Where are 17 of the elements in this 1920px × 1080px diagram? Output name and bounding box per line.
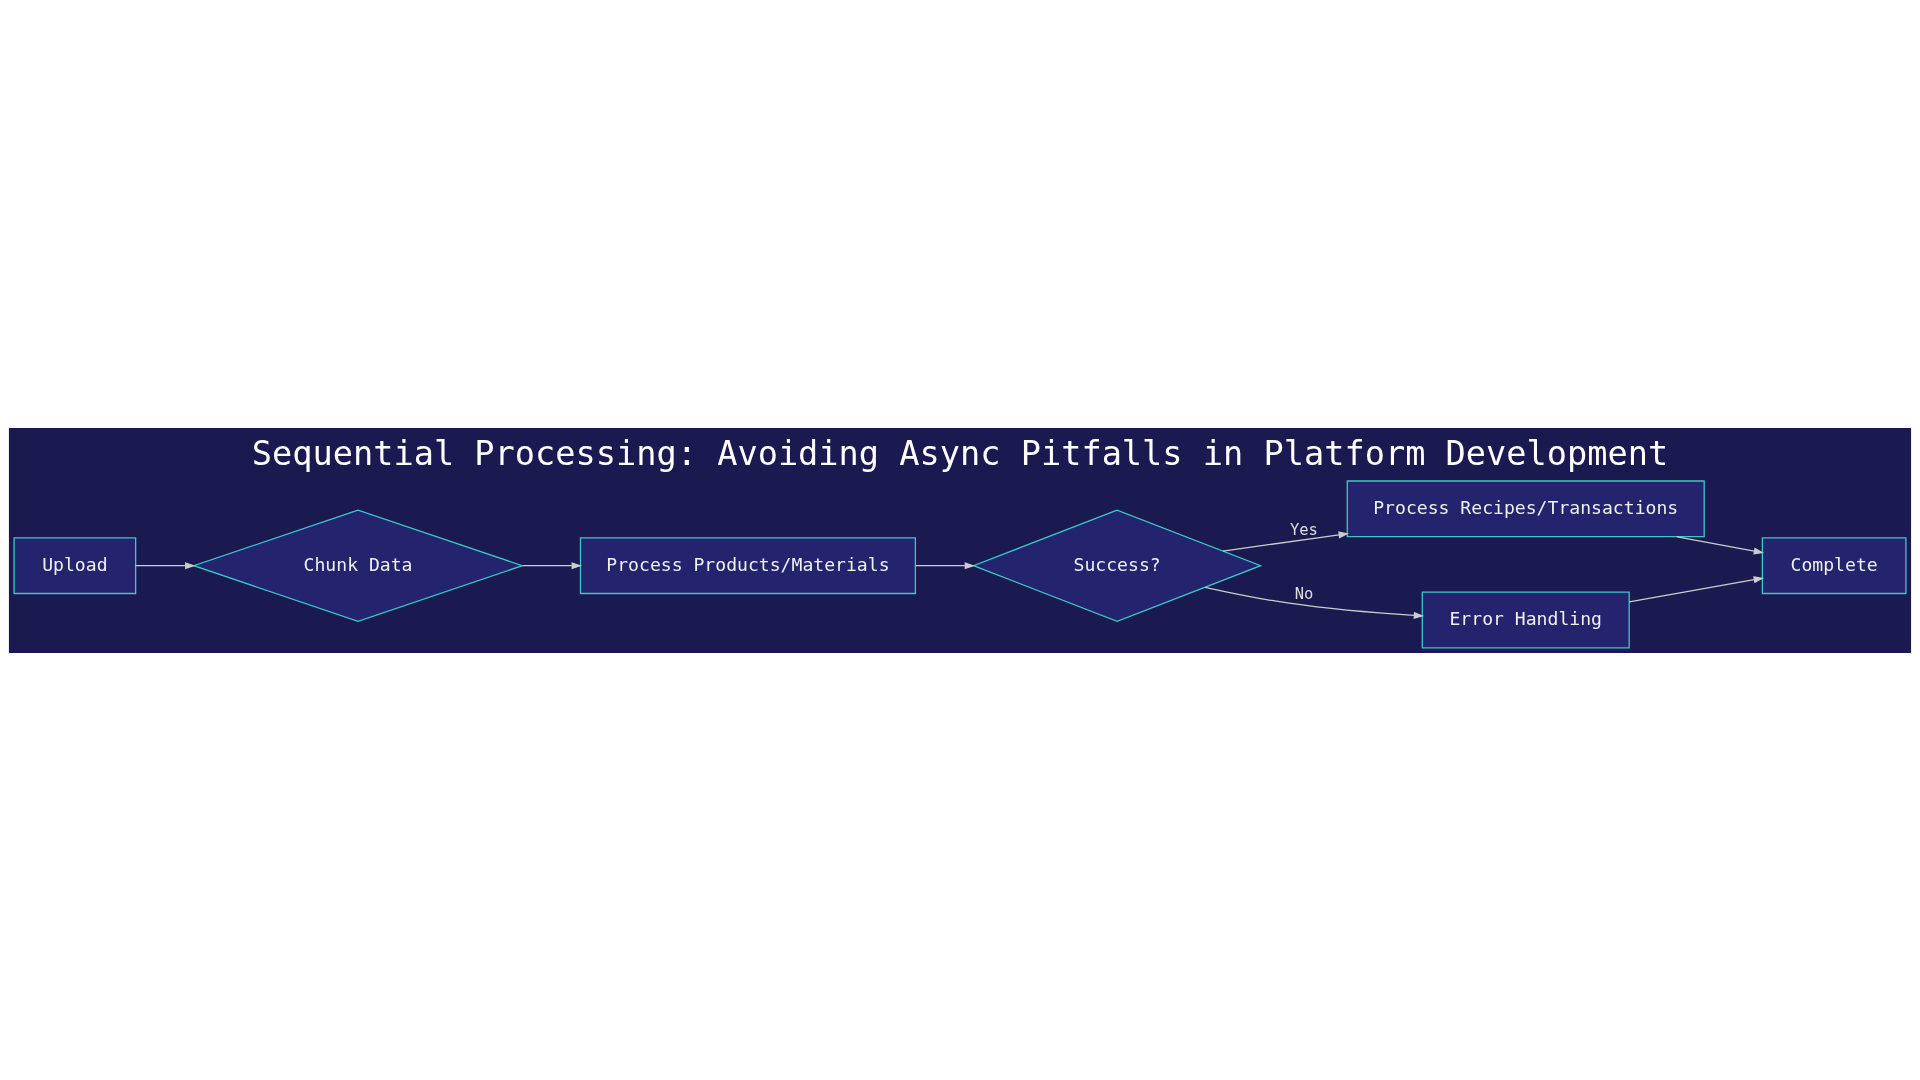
arrow	[915, 561, 976, 569]
node-box: Process Products/Materials	[579, 536, 917, 594]
diagram-title: Sequential Processing: Avoiding Async Pitfalls in Platform Development	[251, 433, 1669, 473]
arrow	[1204, 586, 1425, 619]
arrow	[1676, 535, 1765, 555]
node-box: Upload	[13, 536, 137, 594]
arrow	[1628, 575, 1764, 602]
edge-label: No	[1294, 584, 1314, 603]
arrow	[1222, 530, 1349, 552]
node-diamond: Success?	[971, 508, 1263, 622]
node-box: Complete	[1761, 536, 1907, 594]
node-box: Process Recipes/Transactions	[1346, 479, 1705, 537]
arrow	[521, 561, 582, 569]
node-box: Error Handling	[1421, 591, 1630, 648]
node-diamond: Chunk Data	[191, 508, 525, 622]
edge-label: Yes	[1289, 520, 1318, 539]
arrow	[135, 561, 196, 569]
